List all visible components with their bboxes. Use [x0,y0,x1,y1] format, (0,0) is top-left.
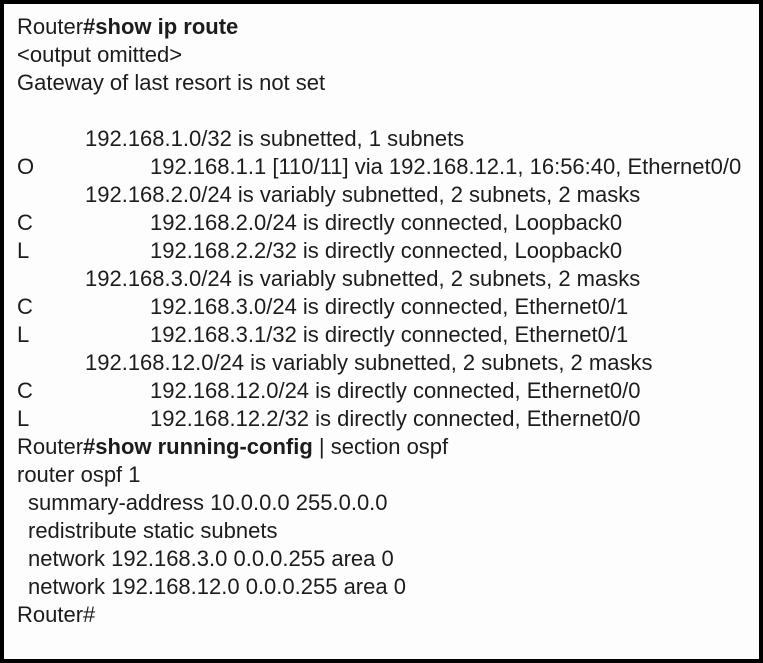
output-line: 192.168.2.0/24 is variably subnetted, 2 … [17,181,747,209]
output-line: redistribute static subnets [17,517,747,545]
route-entry-line: L 192.168.3.1/32 is directly connected, E… [17,321,747,349]
output-line: <output omitted> [17,41,747,69]
prompt-text: Router [17,434,84,459]
output-text: 192.168.12.0/24 is variably subnetted, 2… [85,350,653,375]
output-line: 192.168.1.0/32 is subnetted, 1 subnets [17,125,747,153]
route-source-code: L [17,322,30,347]
cli-output-area: Router#show ip route<output omitted>Gate… [17,13,747,629]
prompt-text: | section ospf [312,434,449,459]
route-detail-text: 192.168.3.0/24 is directly connected, Et… [150,294,629,319]
route-entry-line: C 192.168.3.0/24 is directly connected, E… [17,293,747,321]
output-text: <output omitted> [17,42,183,67]
output-text: Gateway of last resort is not set [17,70,326,95]
output-line: Router# [17,601,747,629]
route-entry-line: C 192.168.2.0/24 is directly connected, L… [17,209,747,237]
output-line: 192.168.3.0/24 is variably subnetted, 2 … [17,265,747,293]
route-entry-line: C 192.168.12.0/24 is directly connected, … [17,377,747,405]
output-text: 192.168.3.0/24 is variably subnetted, 2 … [85,266,641,291]
output-text: summary-address 10.0.0.0 255.0.0.0 [28,490,388,515]
output-line: Gateway of last resort is not set [17,69,747,97]
cli-command-line: Router#show running-config | section osp… [17,433,747,461]
route-source-code: O [17,154,35,179]
output-text: router ospf 1 [17,462,141,487]
output-text: 192.168.1.0/32 is subnetted, 1 subnets [85,126,465,151]
cli-command-line: Router#show ip route [17,13,747,41]
route-source-code: L [17,238,30,263]
route-detail-text: 192.168.2.0/24 is directly connected, Lo… [150,210,623,235]
route-entry-line: L 192.168.12.2/32 is directly connected, … [17,405,747,433]
output-text: network 192.168.12.0 0.0.0.255 area 0 [28,574,406,599]
command-text: #show running-config [83,434,313,459]
route-detail-text: 192.168.1.1 [110/11] via 192.168.12.1, 1… [150,154,742,179]
prompt-text: Router [17,14,84,39]
output-line: network 192.168.12.0 0.0.0.255 area 0 [17,573,747,601]
route-entry-line: O 192.168.1.1 [110/11] via 192.168.12.1, … [17,153,747,181]
output-line: network 192.168.3.0 0.0.0.255 area 0 [17,545,747,573]
route-detail-text: 192.168.12.2/32 is directly connected, E… [150,406,641,431]
route-detail-text: 192.168.3.1/32 is directly connected, Et… [150,322,629,347]
output-text: Router# [17,602,96,627]
output-text: redistribute static subnets [28,518,278,543]
route-detail-text: 192.168.2.2/32 is directly connected, Lo… [150,238,623,263]
output-line: 192.168.12.0/24 is variably subnetted, 2… [17,349,747,377]
output-text: 192.168.2.0/24 is variably subnetted, 2 … [85,182,641,207]
route-source-code: C [17,210,33,235]
route-source-code: C [17,378,33,403]
output-text: network 192.168.3.0 0.0.0.255 area 0 [28,546,394,571]
route-detail-text: 192.168.12.0/24 is directly connected, E… [150,378,641,403]
command-text: #show ip route [83,14,239,39]
route-source-code: L [17,406,30,431]
route-source-code: C [17,294,33,319]
route-entry-line: L 192.168.2.2/32 is directly connected, L… [17,237,747,265]
output-line: router ospf 1 [17,461,747,489]
blank-line [17,97,747,125]
output-line: summary-address 10.0.0.0 255.0.0.0 [17,489,747,517]
